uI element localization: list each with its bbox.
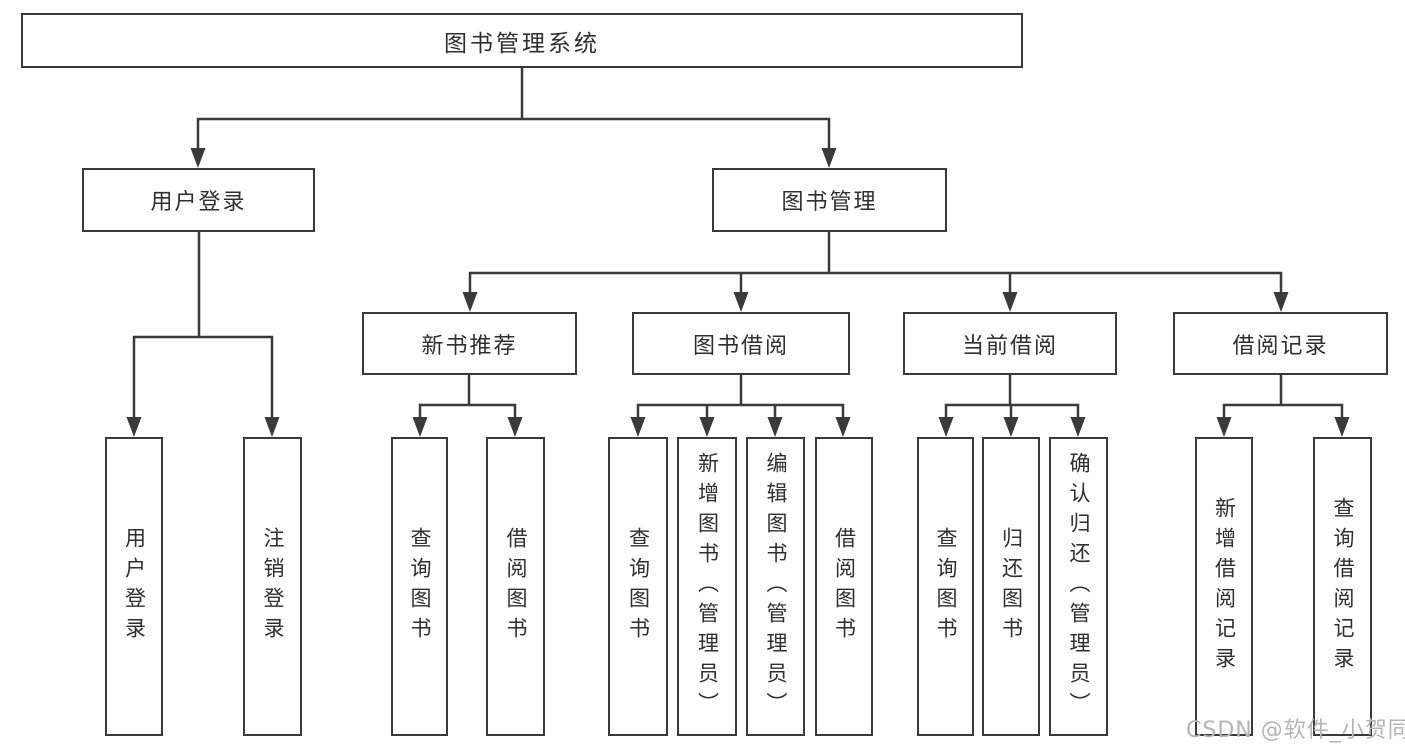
- connector-borrow-to-leaves: [636, 375, 845, 419]
- node-book-management-branch: 图书管理: [712, 168, 947, 232]
- arrowheads: [126, 148, 1350, 437]
- leaf-label: 归还图书: [999, 526, 1024, 647]
- leaf-label: 确认归还（管理员）: [1067, 451, 1091, 722]
- node-label: 图书管理: [781, 190, 878, 215]
- leaf-borrow-borrow-books: 借阅图书: [815, 437, 873, 736]
- leaf-label: 编辑图书（管理员）: [764, 451, 788, 722]
- node-user-login-branch: 用户登录: [82, 168, 315, 232]
- leaf-current-confirm-return-admin: 确认归还（管理员）: [1049, 437, 1108, 736]
- leaf-records-add-record: 新增借阅记录: [1195, 437, 1253, 736]
- connector-bookmgmt-to-modules: [468, 232, 1283, 294]
- node-root-system: 图书管理系统: [21, 13, 1023, 68]
- leaf-borrow-edit-books-admin: 编辑图书（管理员）: [746, 437, 805, 736]
- connector-current-to-leaves: [944, 375, 1080, 419]
- leaf-current-return-books: 归还图书: [982, 437, 1040, 736]
- leaf-label: 查询图书: [626, 526, 651, 647]
- node-new-book-recommend: 新书推荐: [362, 312, 577, 375]
- node-root-label: 图书管理系统: [444, 30, 600, 57]
- leaf-current-query-books: 查询图书: [917, 437, 974, 736]
- leaf-logout: 注销登录: [243, 437, 302, 736]
- leaf-newbook-query-books: 查询图书: [391, 437, 448, 736]
- node-label: 用户登录: [150, 190, 247, 215]
- leaf-label: 查询借阅记录: [1331, 496, 1355, 677]
- leaf-label: 借阅图书: [832, 526, 857, 647]
- leaf-label: 新增图书（管理员）: [695, 451, 720, 722]
- node-label: 图书借阅: [692, 333, 789, 359]
- connector-newbook-to-leaves: [418, 375, 517, 419]
- leaf-borrow-add-books-admin: 新增图书（管理员）: [677, 437, 737, 736]
- leaf-label: 借阅图书: [504, 526, 528, 647]
- leaf-label: 注销登录: [261, 526, 285, 647]
- leaf-user-login: 用户登录: [105, 437, 163, 736]
- node-label: 新书推荐: [421, 333, 518, 359]
- node-label: 借阅记录: [1232, 333, 1329, 359]
- connector-records-to-leaves: [1222, 375, 1344, 419]
- connector-root-to-branches: [196, 68, 831, 150]
- leaf-label: 新增借阅记录: [1212, 496, 1237, 677]
- leaf-records-query-record: 查询借阅记录: [1313, 437, 1372, 736]
- connector-userlogin-to-leaves: [132, 232, 274, 419]
- leaf-newbook-borrow-books: 借阅图书: [486, 437, 545, 736]
- node-current-borrowing: 当前借阅: [903, 312, 1117, 375]
- leaf-label: 查询图书: [934, 526, 958, 647]
- leaf-label: 查询图书: [408, 526, 432, 647]
- leaf-label: 用户登录: [122, 526, 147, 647]
- watermark: CSDN @软件_小贺同学: [1186, 718, 1405, 743]
- node-book-borrowing: 图书借阅: [632, 312, 850, 375]
- node-borrowing-records: 借阅记录: [1173, 312, 1388, 375]
- node-label: 当前借阅: [961, 333, 1058, 359]
- leaf-borrow-query-books: 查询图书: [608, 437, 668, 736]
